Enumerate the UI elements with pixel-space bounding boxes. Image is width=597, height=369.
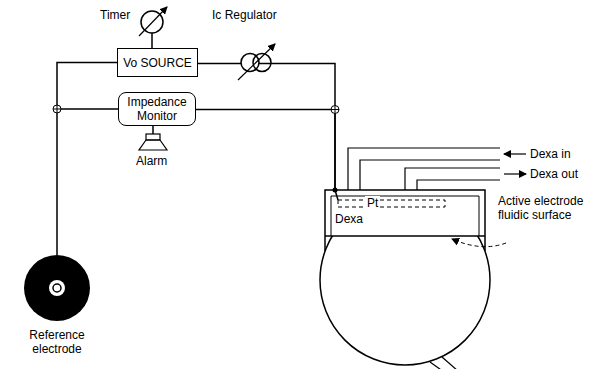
- electrode-label: Reference electrode: [17, 328, 97, 356]
- junction-symbol: [53, 105, 61, 113]
- wire-connector: [196, 110, 335, 191]
- callout-label: Active electrode fluidic surface: [498, 194, 592, 222]
- material-label: Pt: [365, 196, 380, 210]
- chamber-interior: [326, 190, 484, 236]
- wire: [151, 33, 153, 48]
- outflow-tube: [417, 180, 500, 190]
- wire-connector: [198, 64, 335, 191]
- timer-label: Timer: [100, 8, 130, 22]
- outflow-tube: [405, 168, 500, 190]
- junction-symbol: [53, 105, 61, 113]
- speaker-symbol: [146, 134, 160, 140]
- inflow-tube: [348, 148, 500, 190]
- dexa-chamber: Dexa: [325, 190, 485, 236]
- junction-symbol: [331, 106, 339, 114]
- optic-nerve: [430, 362, 444, 369]
- node-text: Impedance Monitor: [119, 95, 195, 123]
- optic-nerve: [442, 357, 458, 369]
- alarm-label: Alarm: [136, 154, 167, 168]
- flow-arrow: [504, 153, 526, 154]
- junction-symbol: [331, 106, 339, 114]
- fluidic-surface: [325, 235, 485, 237]
- flow-arrow: [504, 173, 526, 174]
- inflow-tube: [360, 160, 500, 190]
- reference-electrode: [24, 255, 90, 321]
- regulator-label: Ic Regulator: [212, 8, 277, 22]
- inflow-label: Dexa in: [530, 147, 571, 161]
- outflow-label: Dexa out: [530, 167, 578, 181]
- source-box: Vo SOURCE: [117, 48, 198, 77]
- pt-electrode: [338, 200, 445, 207]
- node-text: Vo SOURCE: [123, 56, 192, 70]
- wire: [57, 63, 117, 256]
- electrode-contact: [53, 284, 61, 292]
- chamber-inner-wall: [331, 196, 479, 236]
- electrode-contact: [49, 280, 65, 296]
- wire: [57, 108, 118, 110]
- adjust-arrow: [238, 44, 275, 80]
- monitor-box: Impedance Monitor: [118, 92, 196, 126]
- speaker-symbol: [139, 140, 167, 150]
- adjust-arrow: [139, 7, 167, 36]
- chamber-wall: [325, 190, 485, 251]
- node-text: Dexa: [335, 212, 363, 226]
- wire: [152, 126, 154, 134]
- leader-line: [452, 239, 506, 247]
